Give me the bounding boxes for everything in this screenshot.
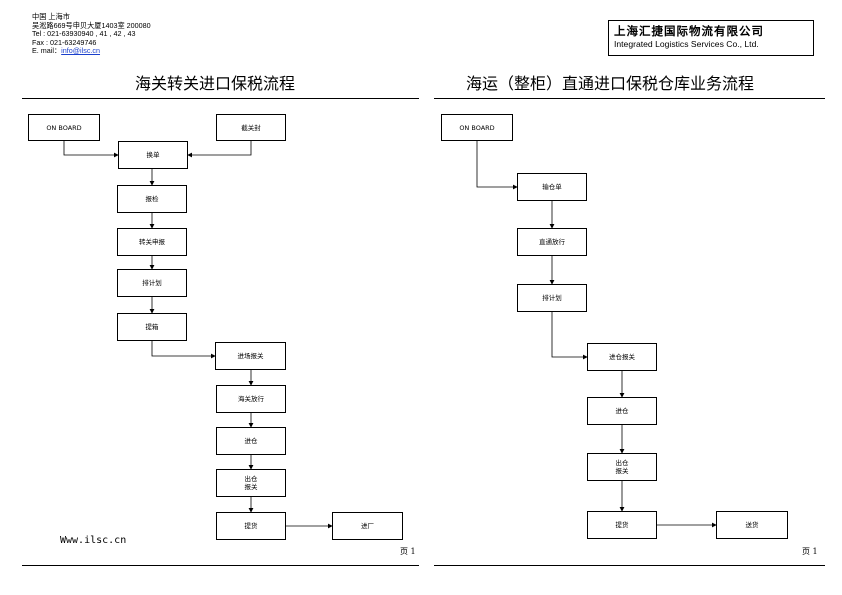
node-on-board: ON BOARD	[441, 114, 513, 141]
node-entry-declare: 进场报关	[215, 342, 286, 370]
email-link[interactable]: info@ilsc.cn	[61, 46, 101, 56]
node-warehouse-in: 进仓	[216, 427, 286, 455]
node-on-board: ON BOARD	[28, 114, 100, 141]
right-panel-title: 海运（整柜）直通进口保税仓库业务流程	[466, 74, 755, 93]
connector-pickup-entry	[151, 341, 216, 359]
node-entry-declare: 进仓报关	[587, 343, 657, 371]
right-footer-divider	[434, 565, 825, 566]
node-to-factory: 进厂	[332, 512, 403, 540]
node-warehouse-out-line2: 报关	[615, 467, 629, 475]
connector-onboard-order	[476, 141, 518, 190]
node-pickup-goods: 提货	[587, 511, 657, 539]
left-page-number: 页 1	[400, 547, 416, 556]
node-pickup-box: 提箱	[117, 313, 187, 341]
node-warehouse-in: 进仓	[587, 397, 657, 425]
right-page-number: 页 1	[802, 547, 818, 556]
connector-onboard-exchange	[63, 141, 119, 158]
right-header-divider	[434, 98, 825, 99]
company-address-block: 中国 上海市 吴淞路669号申贝大厦1403室 200080 Tel : 021…	[32, 12, 151, 56]
node-warehouse-out-line1: 出仓	[615, 459, 629, 467]
company-name-cn: 上海汇捷国际物流有限公司	[614, 24, 764, 38]
node-seal: 截关封	[216, 114, 286, 141]
fax-line: Fax : 021-63249746	[32, 37, 97, 47]
left-header-divider	[22, 98, 419, 99]
left-panel-title: 海关转关进口保税流程	[135, 74, 296, 93]
node-warehouse-out-line1: 出仓	[244, 475, 258, 483]
node-warehouse-out: 出仓 报关	[587, 453, 657, 481]
email-label: E. mail：	[32, 46, 62, 56]
address-line: 吴淞路669号申贝大厦1403室 200080	[32, 20, 151, 30]
node-delivery: 送货	[716, 511, 788, 539]
email-line: E. mail：info@ilsc.cn	[32, 47, 151, 56]
node-transit-declare: 转关申报	[117, 228, 187, 256]
node-warehouse-out: 出仓 报关	[216, 469, 286, 497]
company-name-en: Integrated Logistics Services Co., Ltd.	[614, 39, 759, 49]
node-schedule: 排计划	[517, 284, 587, 312]
address-line: 中国 上海市	[32, 12, 70, 21]
node-warehouse-order: 输仓单	[517, 173, 587, 201]
phone-line: Tel : 021-63930940 , 41 , 42 , 43	[32, 29, 136, 39]
node-inspect: 报检	[117, 185, 187, 213]
connector-seal-exchange	[187, 141, 252, 158]
node-exchange: 换单	[118, 141, 188, 169]
node-warehouse-out-line2: 报关	[244, 483, 258, 491]
node-customs-release: 海关放行	[216, 385, 286, 413]
connector-schedule-entry	[551, 312, 588, 360]
left-footer-divider	[22, 565, 419, 566]
node-direct-release: 直通放行	[517, 228, 587, 256]
node-schedule: 排计划	[117, 269, 187, 297]
node-pickup-goods: 提货	[216, 512, 286, 540]
company-logo-box: 上海汇捷国际物流有限公司 Integrated Logistics Servic…	[608, 20, 814, 56]
website-text: Www.ilsc.cn	[60, 535, 127, 546]
